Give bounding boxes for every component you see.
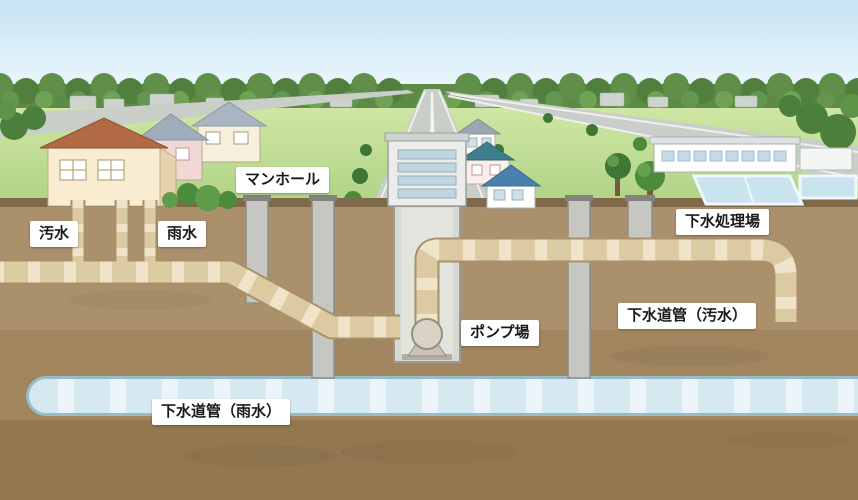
manhole-shaft-3 — [567, 198, 591, 379]
manhole-shaft-2 — [311, 198, 335, 379]
small-house-3 — [480, 164, 542, 209]
treatment-pool-2 — [798, 174, 858, 200]
label-manhole: マンホール — [236, 167, 330, 193]
tree — [579, 91, 597, 109]
plant-windows — [661, 150, 787, 162]
edge-trees — [0, 94, 858, 150]
tree — [559, 73, 585, 99]
houses-left — [39, 101, 268, 207]
tree — [663, 73, 689, 99]
tree — [455, 73, 481, 99]
treatment-plant — [649, 136, 858, 206]
tree — [507, 73, 533, 99]
house-back — [190, 101, 268, 163]
pump-vents — [397, 149, 457, 199]
tree — [817, 91, 835, 109]
pump-machine — [402, 318, 452, 360]
bushes — [162, 183, 237, 211]
label-sewage: 汚水 — [30, 221, 79, 247]
label-pump-station: ポンプ場 — [461, 320, 539, 346]
label-treatment-plant: 下水処理場 — [676, 209, 770, 235]
label-sewer-pipe-rain: 下水道管（雨水） — [152, 399, 291, 425]
tree — [767, 73, 793, 99]
tree — [13, 78, 39, 104]
house-front — [39, 117, 177, 207]
tree — [117, 78, 143, 104]
tree — [545, 91, 563, 109]
tree — [681, 91, 699, 109]
label-rainwater: 雨水 — [158, 221, 207, 247]
sewage-pipes — [0, 200, 799, 360]
label-sewer-pipe-sewage: 下水道管（汚水） — [618, 303, 757, 329]
tree — [35, 91, 53, 109]
pump-station-building — [384, 132, 470, 207]
tree — [247, 73, 273, 99]
houses-middle-right — [454, 118, 542, 209]
plant-shaft — [627, 198, 653, 244]
tree — [715, 91, 733, 109]
